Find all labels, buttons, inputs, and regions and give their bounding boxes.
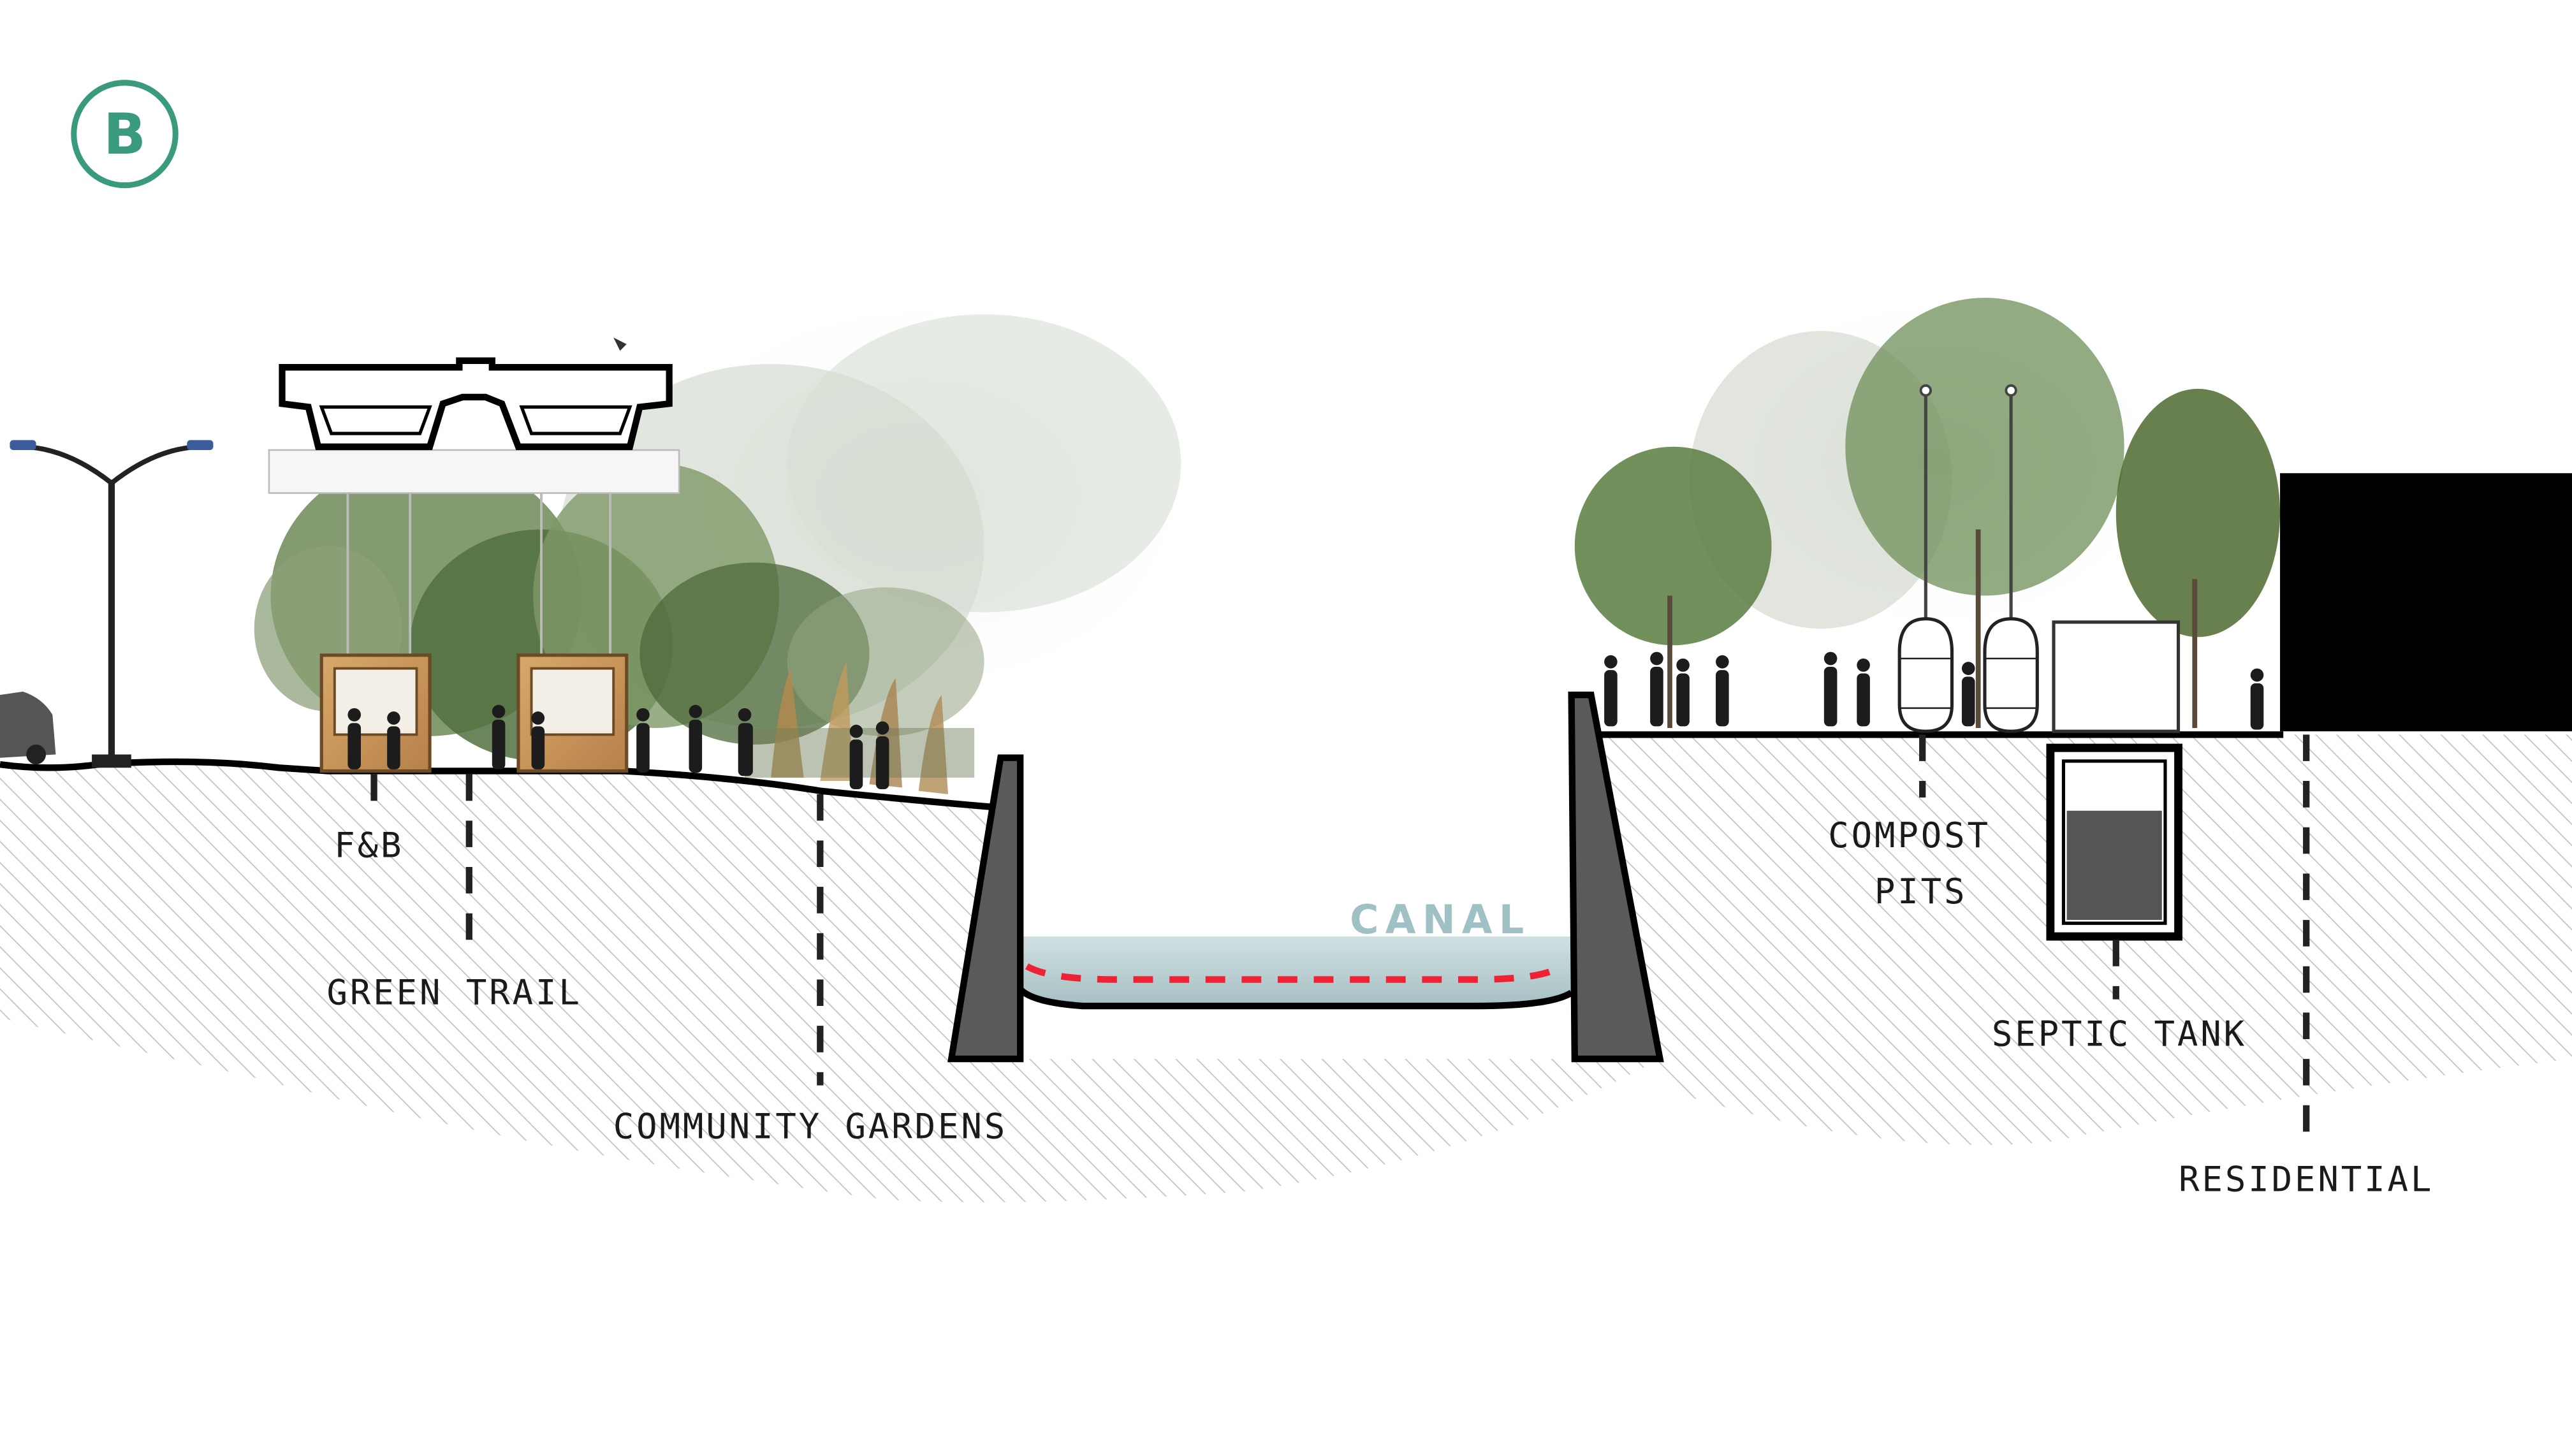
water-route-line <box>1025 963 1564 983</box>
residential-label: RESIDENTIAL <box>2179 1160 2434 1200</box>
compost-pits-label-line2: PITS <box>1874 871 1968 912</box>
person-silhouette-icon <box>738 708 753 776</box>
ground-surface-left <box>0 758 998 811</box>
tree-cluster-right <box>1574 281 2281 728</box>
ground-left <box>0 761 998 1183</box>
person-silhouette-icon <box>1961 662 1975 727</box>
septic-tank-label: SEPTIC TANK <box>1992 1014 2247 1054</box>
person-silhouette-icon <box>689 704 703 773</box>
people-right <box>1604 652 2264 730</box>
retaining-wall-left <box>947 754 1024 1063</box>
residential-building <box>2280 473 2572 732</box>
person-silhouette-icon <box>492 704 506 769</box>
person-silhouette-icon <box>849 724 863 790</box>
retaining-wall-right <box>1568 691 1664 1063</box>
septic-tank <box>2046 743 2182 941</box>
section-marker: B <box>71 80 179 189</box>
person-silhouette-icon <box>347 708 361 769</box>
people-left <box>347 704 889 790</box>
community-gardens-label: COMMUNITY GARDENS <box>613 1106 1007 1146</box>
fnb-kiosk-1 <box>319 653 432 773</box>
storage-box <box>2052 620 2181 733</box>
person-silhouette-icon <box>1857 658 1870 727</box>
person-silhouette-icon <box>1650 652 1663 727</box>
person-silhouette-icon <box>531 711 545 769</box>
section-letter: B <box>103 101 146 167</box>
ground-under-canal <box>771 1059 1660 1203</box>
compost-tank-icon <box>1897 384 1954 733</box>
fnb-label: F&B <box>334 825 404 865</box>
elevated-highway <box>268 357 680 655</box>
bird-icon <box>613 337 627 351</box>
car-icon <box>0 691 56 765</box>
compost-pits-label-line1: COMPOST <box>1828 815 1991 855</box>
leader-lines <box>370 734 2310 1139</box>
person-silhouette-icon <box>875 721 889 790</box>
person-silhouette-icon <box>636 708 650 773</box>
person-silhouette-icon <box>1604 655 1618 727</box>
person-silhouette-icon <box>1716 655 1729 727</box>
person-silhouette-icon <box>2250 668 2264 730</box>
canal: CANAL <box>1018 896 1574 1010</box>
street-lamp-icon <box>10 440 214 768</box>
person-silhouette-icon <box>1823 652 1838 727</box>
green-trail-label: GREEN TRAIL <box>327 972 582 1012</box>
canal-label: CANAL <box>1350 896 1530 943</box>
compost-tank-icon <box>1983 384 2039 733</box>
person-silhouette-icon <box>387 711 400 769</box>
person-silhouette-icon <box>1676 658 1690 727</box>
